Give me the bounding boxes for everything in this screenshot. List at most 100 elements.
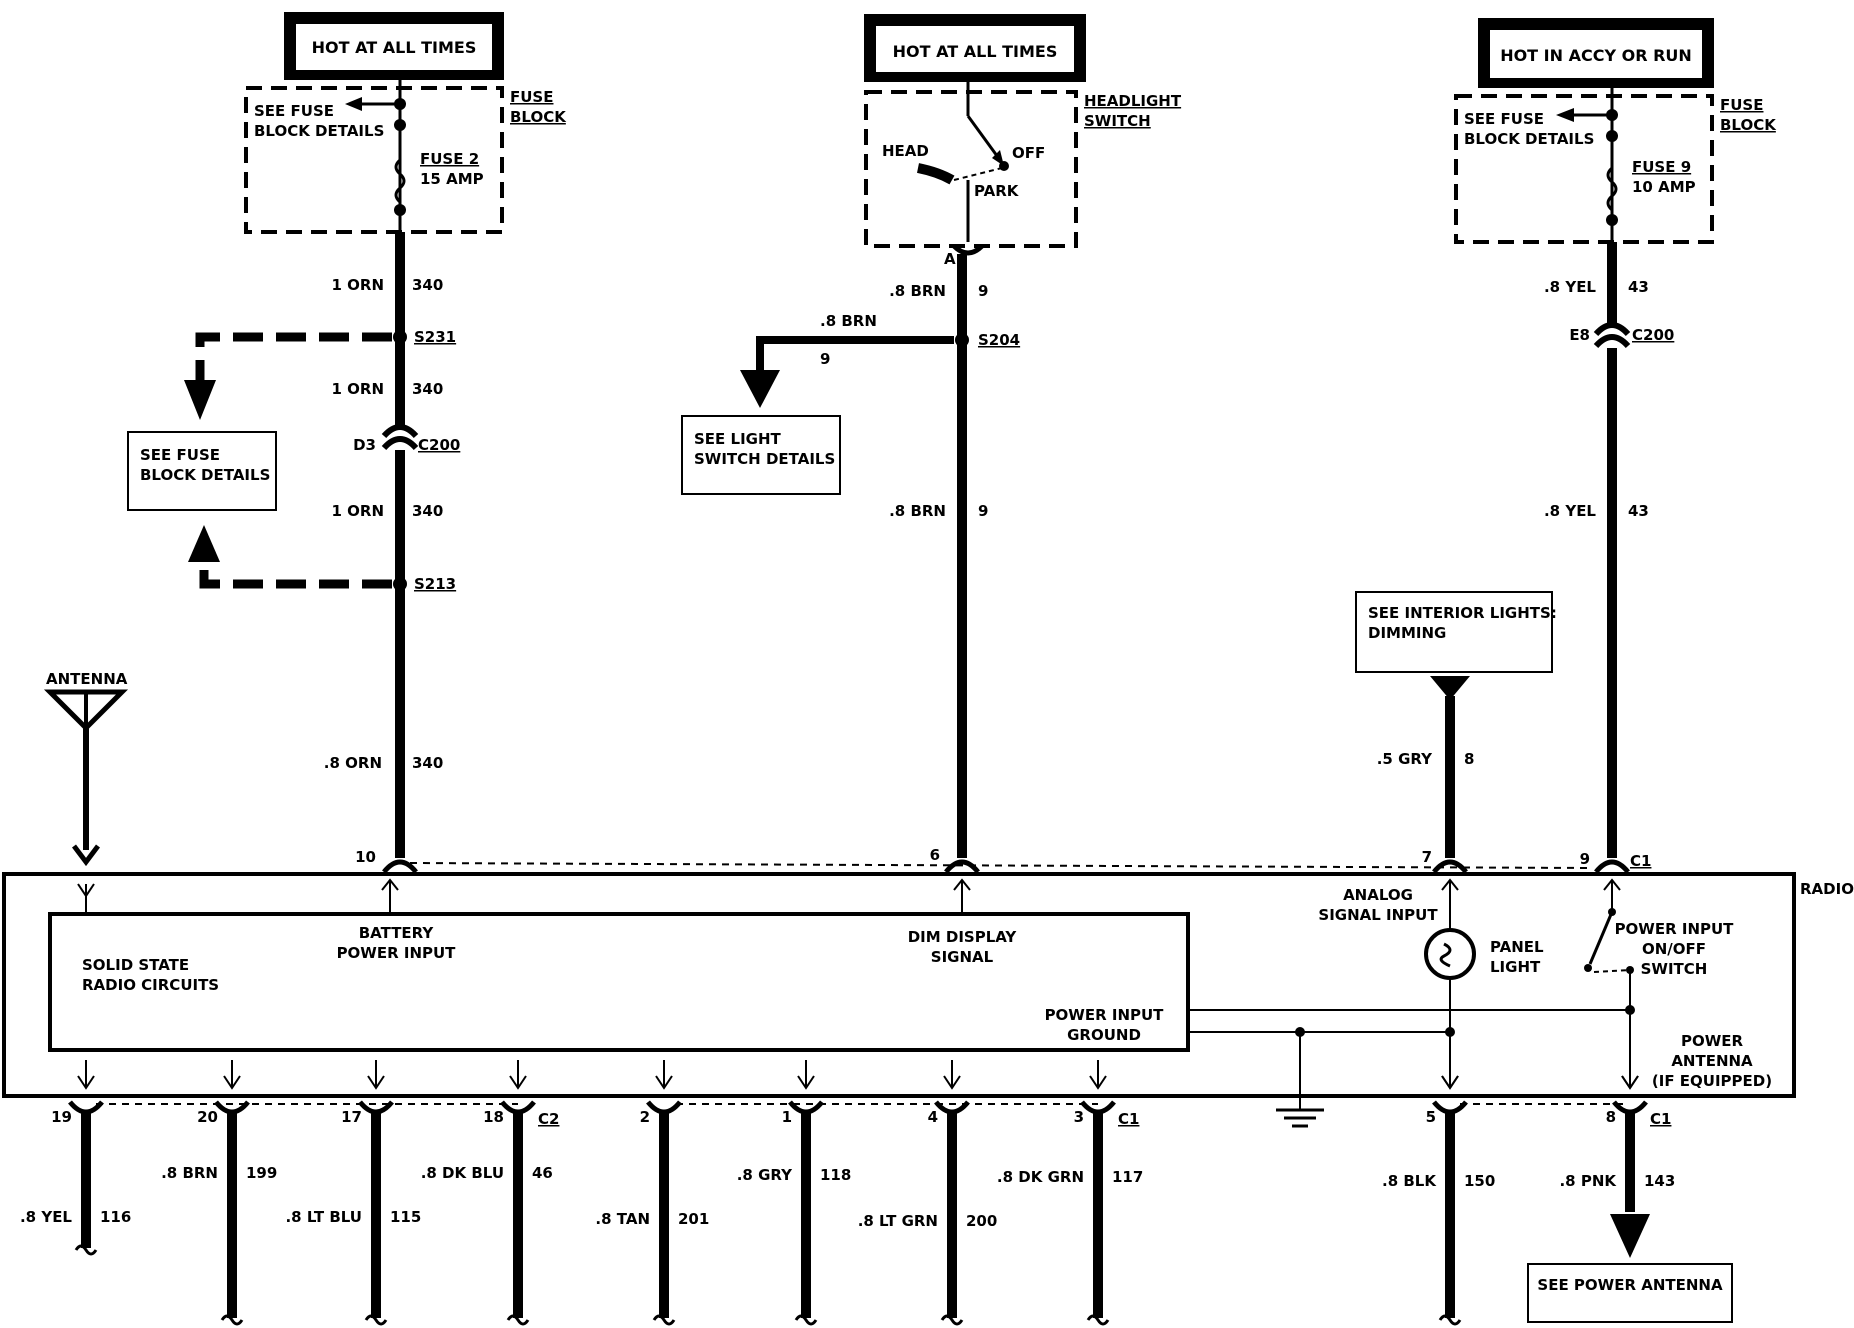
wire-number: 43 [1628, 278, 1649, 296]
park-label: PARK [974, 182, 1020, 200]
power-switch-circuit [1584, 878, 1639, 1090]
fuse-9-amp: 10 AMP [1632, 178, 1696, 196]
circuit-8: SEE INTERIOR LIGHTS: DIMMING .5 GRY 8 7 [1355, 591, 1557, 874]
see-fuse-box-line1: SEE FUSE [140, 446, 220, 464]
solid-state-line1: SOLID STATE [82, 956, 189, 974]
battery-label-2: POWER INPUT [337, 944, 457, 962]
pin-label: 17 [341, 1108, 362, 1126]
wire-color: 1 ORN [331, 502, 384, 520]
wire-color: .8 GRY [737, 1166, 793, 1184]
header-hot-at-all-times-2: HOT AT ALL TIMES [864, 14, 1086, 82]
arrow-down-icon [1441, 1075, 1459, 1090]
wire-number: 117 [1112, 1168, 1143, 1186]
arrow-down-icon [1430, 676, 1470, 700]
wire-number: 200 [966, 1212, 997, 1230]
wire-break-icon [940, 1314, 964, 1326]
head-label: HEAD [882, 142, 929, 160]
connector-c200-label: C200 [1632, 326, 1674, 344]
arrow-down-icon [77, 1075, 95, 1090]
wire-number: 43 [1628, 502, 1649, 520]
splice-s204-dot [955, 333, 969, 347]
interior-box-line1: SEE INTERIOR LIGHTS: [1368, 604, 1557, 622]
radio-pin: 10 [355, 848, 376, 866]
power-antenna-label-2: ANTENNA [1671, 1052, 1753, 1070]
antenna: ANTENNA [43, 670, 129, 867]
header-hot-at-all-times-1: HOT AT ALL TIMES [284, 12, 504, 80]
headlight-switch: HEAD OFF PARK A HEADLIGHT SWITCH [864, 82, 1182, 268]
wire-color: .8 BRN [889, 502, 946, 520]
circuit-9: .8 BRN 9 .8 BRN 9 S204 .8 BRN 9 6 SEE LI… [681, 254, 1020, 874]
power-antenna-label-3: (IF EQUIPPED) [1652, 1072, 1772, 1090]
c1-top-dashed-line [409, 862, 1591, 869]
arrow-down-icon [509, 1075, 527, 1090]
arrow-down-icon [1621, 1075, 1639, 1090]
arrow-up-icon [188, 525, 220, 562]
fuse-block-tag-2: BLOCK [1720, 116, 1777, 134]
see-light-box-line1: SEE LIGHT [694, 430, 782, 448]
radio-input-arrows [77, 878, 971, 914]
wire-break-icon [220, 1314, 244, 1326]
pin-label: 2 [640, 1108, 650, 1126]
header-hot-in-accy-or-run: HOT IN ACCY OR RUN [1478, 18, 1714, 88]
wire-number: 8 [1464, 750, 1474, 768]
wire-number: 340 [412, 380, 443, 398]
pin-label: 18 [483, 1108, 504, 1126]
fuse-block-left: SEE FUSE BLOCK DETAILS FUSE 2 15 AMP FUS… [244, 80, 567, 234]
header-text-2: HOT AT ALL TIMES [893, 42, 1058, 61]
bottom-wire-118: 1 .8 GRY 118 [737, 1060, 851, 1326]
wire-number: 46 [532, 1164, 553, 1182]
wire-color: .8 LT GRN [858, 1212, 938, 1230]
splice-s213-dot [393, 577, 407, 591]
wire-break-icon [1438, 1314, 1462, 1326]
wire-color: .8 DK GRN [997, 1168, 1084, 1186]
radio-pin: 7 [1422, 848, 1432, 866]
wire-color: .8 BRN [161, 1164, 218, 1182]
pin-label: 1 [782, 1108, 792, 1126]
antenna-label: ANTENNA [46, 670, 128, 688]
headlight-tag-1: HEADLIGHT [1084, 92, 1182, 110]
wire-break-icon [652, 1314, 676, 1326]
fuse-block-tag-2: BLOCK [510, 108, 567, 126]
splice-s231-dot [393, 330, 407, 344]
wire-number: 340 [412, 502, 443, 520]
arrow-down-icon [1089, 1075, 1107, 1090]
fuse-block-tag-1: FUSE [1720, 96, 1763, 114]
conn-pin: D3 [353, 436, 376, 454]
wire-number: 115 [390, 1208, 421, 1226]
fuse-block-right: SEE FUSE BLOCK DETAILS FUSE 9 10 AMP FUS… [1454, 88, 1777, 244]
fuse-block-tag-1: FUSE [510, 88, 553, 106]
fuse-2-amp: 15 AMP [420, 170, 484, 188]
wire-number: 340 [412, 276, 443, 294]
dim-display-label-1: DIM DISPLAY [908, 928, 1018, 946]
switch-label-1: POWER INPUT [1615, 920, 1735, 938]
panel-light-bulb-icon [1424, 928, 1476, 980]
wire-number: 150 [1464, 1172, 1495, 1190]
pin-label: 5 [1426, 1108, 1436, 1126]
wire-break-icon [1086, 1314, 1110, 1326]
wire-color: .5 GRY [1377, 750, 1433, 768]
wire-number: 340 [412, 754, 443, 772]
arrow-down-icon [740, 370, 780, 408]
block-details-text: BLOCK DETAILS [1464, 130, 1594, 148]
arrow-down-icon [367, 1075, 385, 1090]
pin-label: 8 [1606, 1108, 1616, 1126]
solid-state-box [48, 912, 1190, 1052]
header-text-1: HOT AT ALL TIMES [312, 38, 477, 57]
dim-display-label-2: SIGNAL [931, 948, 994, 966]
wire-color: .8 TAN [595, 1210, 650, 1228]
see-light-box-line2: SWITCH DETAILS [694, 450, 835, 468]
splice-s231-label: S231 [414, 328, 456, 346]
wire-number: 118 [820, 1166, 851, 1184]
radio-pin: 6 [930, 846, 940, 864]
fuse-9-label: FUSE 9 [1632, 158, 1691, 176]
solid-state-line2: RADIO CIRCUITS [82, 976, 219, 994]
headlight-tag-2: SWITCH [1084, 112, 1151, 130]
wire-color: .8 YEL [1544, 278, 1596, 296]
